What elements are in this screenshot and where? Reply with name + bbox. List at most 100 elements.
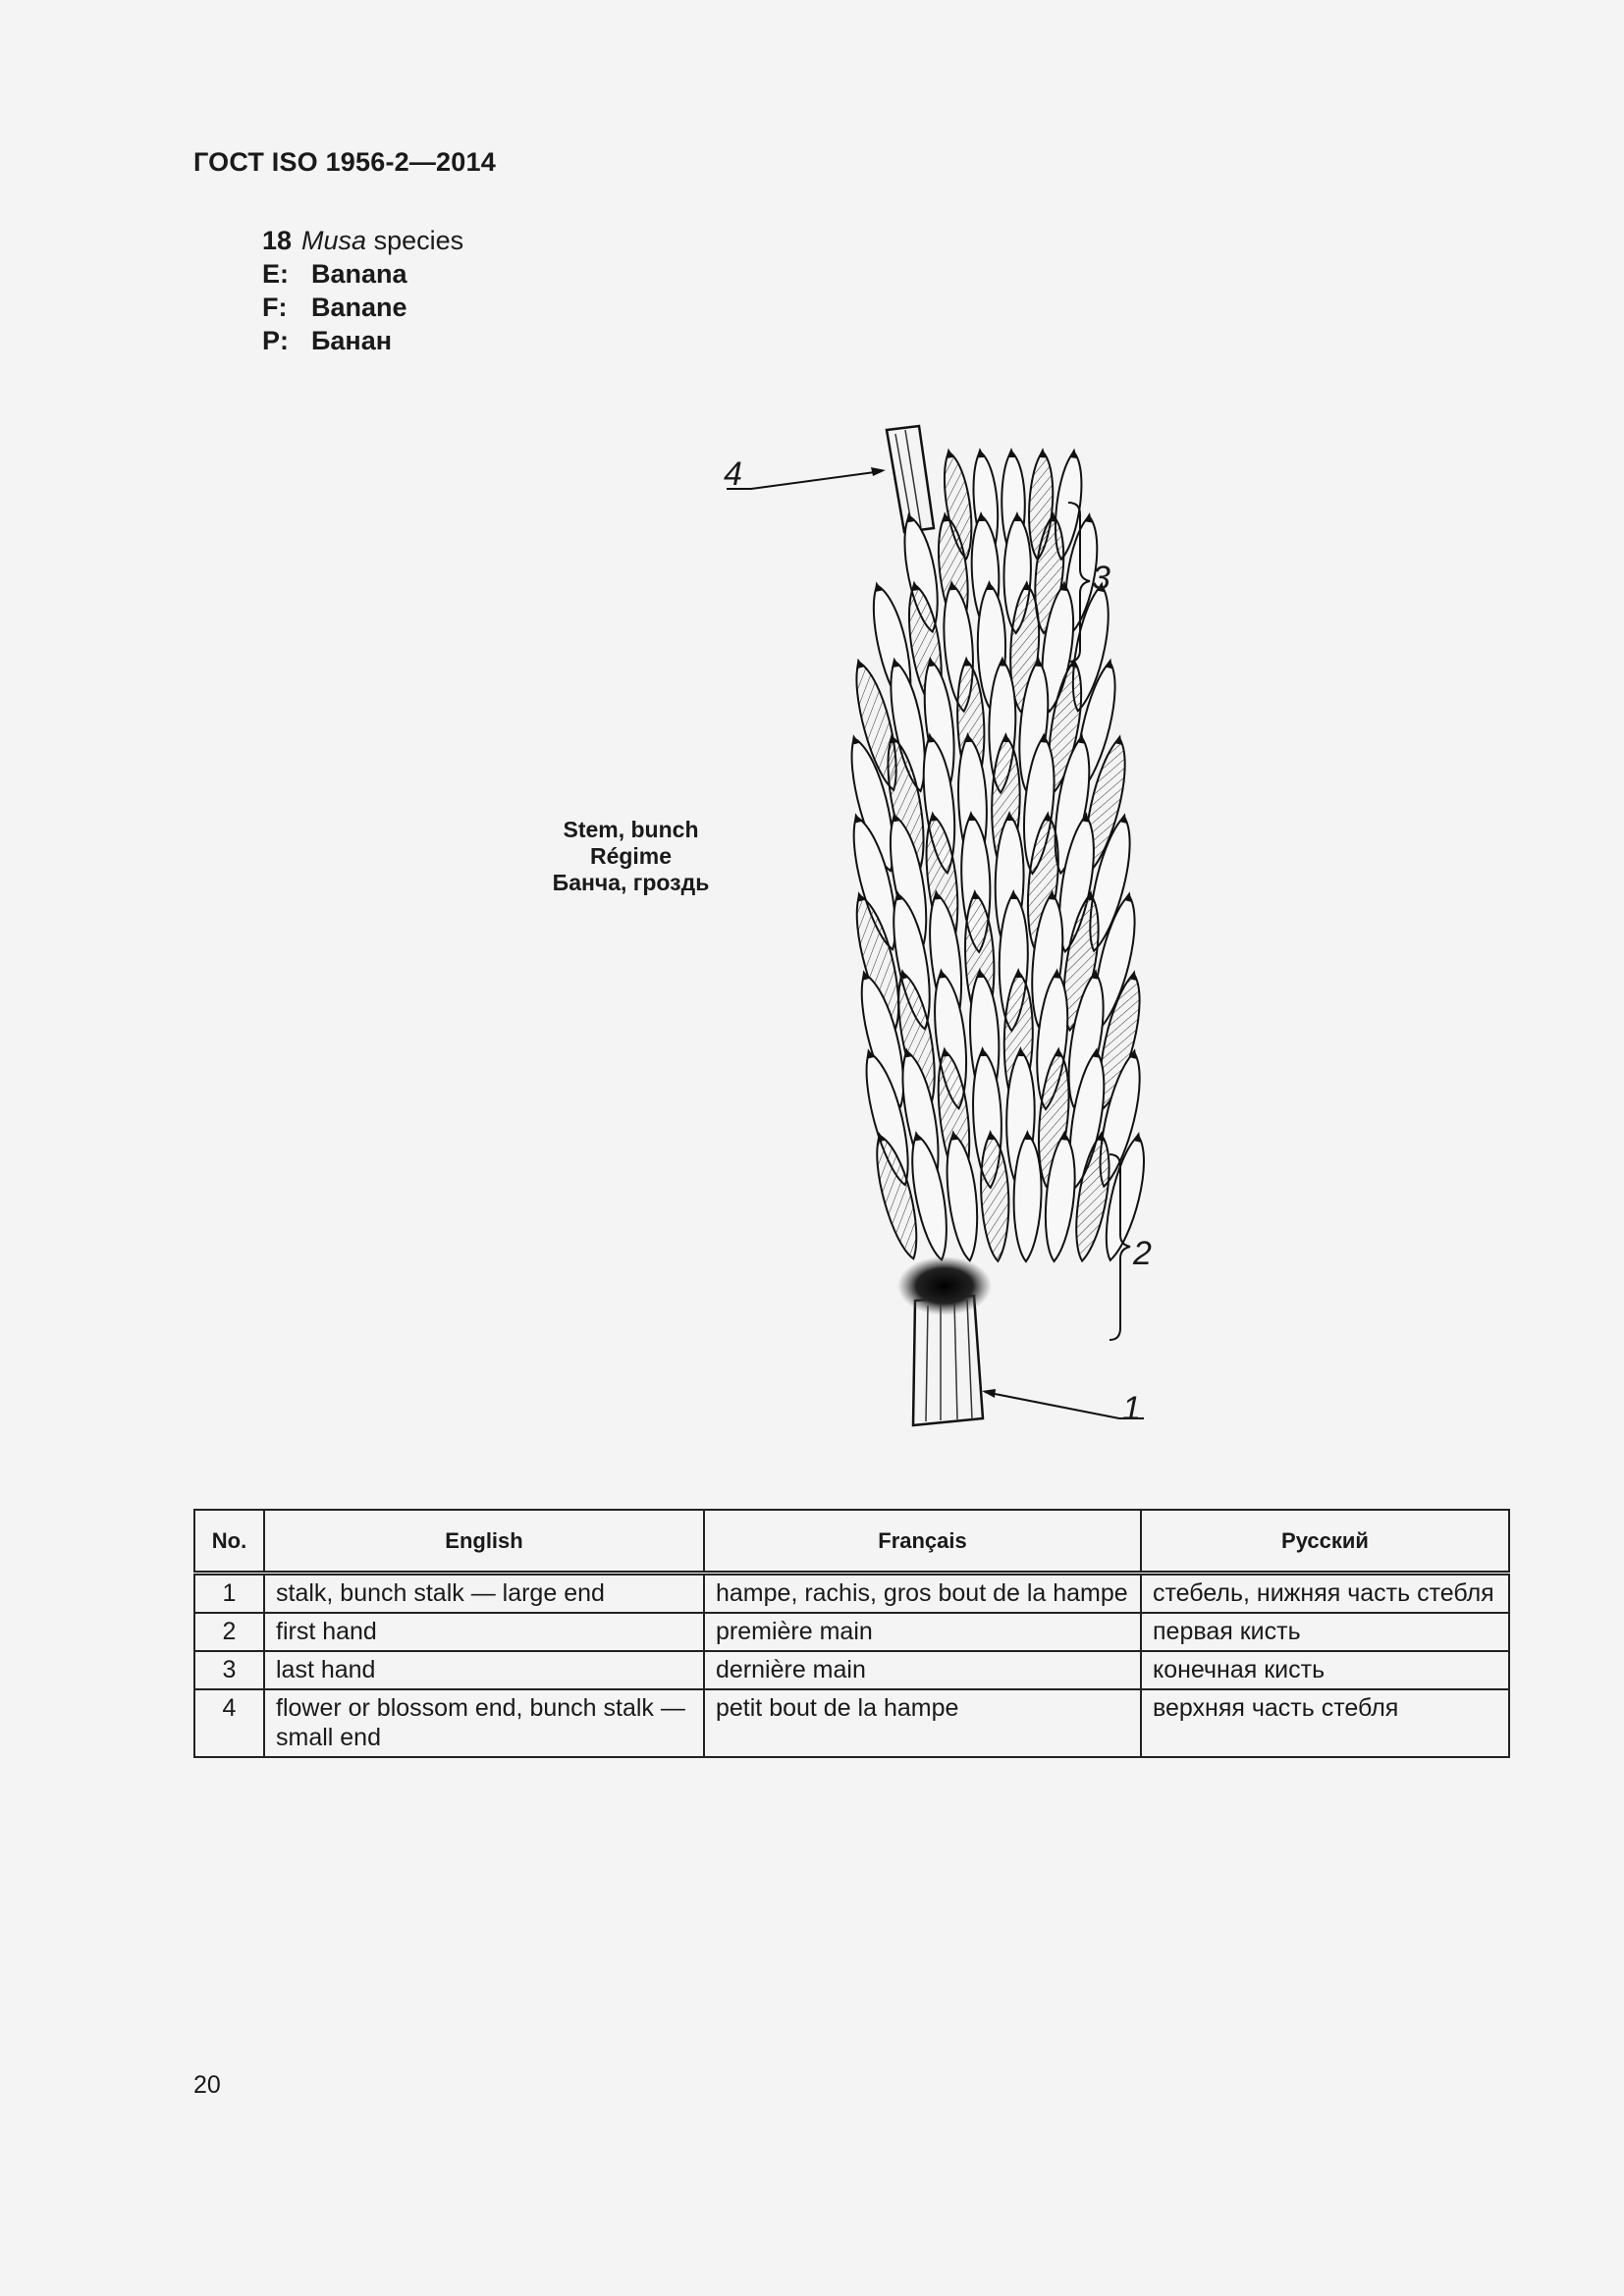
banana-tip: [962, 656, 971, 667]
banana-tip: [856, 891, 865, 902]
banana-tip: [977, 511, 986, 522]
page-number: 20: [193, 2071, 221, 2099]
cell-french: petit bout de la hampe: [703, 1688, 1142, 1758]
standard-header: ГОСТ ISO 1956-2—2014: [193, 147, 496, 177]
cell-french: première main: [703, 1612, 1142, 1652]
banana-tip: [853, 813, 862, 824]
banana-finger: [1099, 972, 1141, 1110]
banana-tip: [971, 889, 980, 900]
species-name-english: E:Banana: [262, 257, 463, 291]
banana-tip: [1096, 581, 1105, 593]
banana-tip: [963, 732, 972, 743]
top-stalk: [885, 424, 936, 534]
cell-english: stalk, bunch stalk — large end: [263, 1572, 705, 1614]
banana-tip: [986, 1130, 995, 1141]
banana-tip: [1076, 733, 1085, 744]
banana-tip: [861, 970, 870, 981]
banana-tip: [1123, 891, 1132, 902]
caption-line-english: Stem, bunch: [563, 817, 699, 842]
banana-tip: [1068, 448, 1077, 459]
table-header-row: No. English Français Русский: [193, 1509, 1510, 1575]
cell-russian: первая кисть: [1140, 1612, 1510, 1652]
header-english: English: [263, 1509, 705, 1575]
banana-tip: [899, 969, 908, 980]
banana-finger: [852, 815, 896, 951]
cell-french: hampe, rachis, gros bout de la hampe: [703, 1572, 1142, 1614]
leader-line-1: [982, 1389, 1144, 1419]
crown-shading: [897, 1256, 992, 1315]
table-row: 4 flower or blossom end, bunch stalk — s…: [193, 1688, 1510, 1758]
banana-tip: [1084, 511, 1093, 523]
header-french: Français: [703, 1509, 1142, 1575]
banana-tip: [892, 657, 900, 668]
banana-bunch-drawing: [727, 424, 1145, 1427]
banana-tip: [926, 732, 935, 743]
lang-code: P:: [262, 326, 289, 355]
banana-tip: [978, 1046, 987, 1057]
banana-finger: [876, 1134, 918, 1260]
banana-tip: [998, 656, 1006, 667]
banana-finger: [1044, 1132, 1076, 1263]
banana-tip: [1022, 580, 1031, 591]
species-genus: Musa: [301, 226, 367, 255]
banana-finger: [890, 660, 926, 793]
banana-tip: [938, 968, 947, 979]
brace-2: [1109, 1153, 1131, 1341]
cell-french: dernière main: [703, 1650, 1142, 1690]
cell-english: flower or blossom end, bunch stalk — sma…: [263, 1688, 705, 1758]
table-row: 3 last hand dernière main конечная кисть: [193, 1650, 1510, 1690]
species-number: 18: [262, 226, 293, 255]
banana-tip: [1090, 969, 1099, 980]
banana-finger: [1041, 583, 1075, 714]
banana-tip: [1008, 889, 1017, 900]
cell-english: first hand: [263, 1612, 705, 1652]
cell-no: 3: [193, 1650, 265, 1690]
banana-tip: [1012, 511, 1021, 522]
leader-line-4: [727, 467, 886, 490]
banana-tip: [1118, 813, 1127, 824]
header-russian: Русский: [1140, 1509, 1510, 1575]
banana-tip: [941, 1046, 949, 1057]
banana-tip: [856, 658, 864, 669]
banana-tip: [905, 511, 914, 523]
cell-russian: верхняя часть стебля: [1140, 1688, 1510, 1758]
banana-tip: [1039, 732, 1048, 743]
banana-tip: [913, 1131, 922, 1142]
caption-line-french: Régime: [589, 843, 673, 869]
common-name: Banane: [311, 293, 407, 322]
banana-finger: [1062, 892, 1100, 1033]
banana-finger: [1054, 735, 1091, 876]
banana-tip: [1043, 811, 1052, 822]
banana-tip: [877, 1132, 886, 1143]
cell-no: 2: [193, 1612, 265, 1652]
table-row: 2 first hand première main первая кисть: [193, 1612, 1510, 1652]
banana-tip: [866, 1048, 875, 1059]
banana-tip: [1080, 812, 1089, 823]
banana-tip: [1105, 658, 1112, 669]
cell-english: last hand: [263, 1650, 705, 1690]
banana-tip: [933, 889, 942, 900]
callout-1: 1: [1122, 1390, 1141, 1427]
banana-fingers: [850, 448, 1145, 1263]
banana-tip: [1128, 1048, 1137, 1059]
table-row: 1 stalk, bunch stalk — large end hampe, …: [193, 1572, 1510, 1614]
banana-tip: [892, 812, 900, 823]
banana-tip: [889, 733, 897, 744]
banana-finger: [1058, 814, 1095, 954]
banana-tip: [976, 968, 985, 979]
banana-tip: [1001, 732, 1010, 743]
banana-tip: [1004, 811, 1013, 822]
cell-russian: стебель, нижняя часть стебля: [1140, 1572, 1510, 1614]
banana-finger: [980, 1132, 1010, 1263]
species-name-french: F:Banane: [262, 291, 463, 324]
banana-tip: [874, 581, 883, 593]
banana-tip: [1013, 968, 1022, 979]
cell-no: 1: [193, 1572, 265, 1614]
banana-tip: [1085, 890, 1094, 901]
banana-finger: [946, 1132, 979, 1262]
banana-tip: [942, 511, 950, 522]
banana-tip: [1128, 970, 1137, 981]
banana-tip: [949, 1130, 958, 1141]
